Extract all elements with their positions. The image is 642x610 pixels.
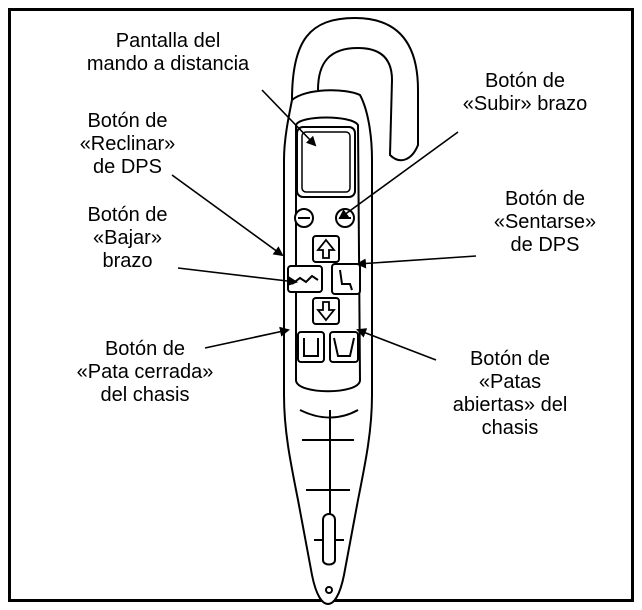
label-display: Pantalla del mando a distancia	[86, 30, 250, 75]
recline-button[interactable]	[287, 265, 323, 293]
arrow-up-icon	[316, 238, 336, 259]
raise-arm-button[interactable]	[312, 235, 340, 263]
label-lower: Botón de «Bajar» brazo	[87, 204, 168, 272]
leader-lower	[177, 267, 298, 287]
leader-display	[261, 89, 317, 147]
leader-recline	[171, 174, 284, 257]
leader-legs-open	[356, 328, 437, 361]
leader-raise	[338, 131, 459, 220]
leader-legs-closed	[204, 326, 290, 349]
leader-sit	[356, 255, 477, 269]
label-recline: Botón de «Reclinar» de DPS	[79, 110, 176, 178]
legs-closed-icon	[303, 338, 319, 357]
label-legs-closed: Botón de «Pata cerrada» del chasis	[76, 338, 214, 406]
label-sit: Botón de «Sentarse» de DPS	[493, 188, 597, 256]
label-raise: Botón de «Subir» brazo	[462, 70, 588, 115]
legs-open-button[interactable]	[329, 331, 359, 363]
sit-button[interactable]	[331, 263, 361, 295]
arrow-down-icon	[316, 301, 336, 322]
remote-body	[283, 16, 419, 606]
label-legs-open: Botón de «Patas abiertas» del chasis	[452, 348, 568, 439]
legs-closed-button[interactable]	[297, 331, 325, 363]
legs-open-icon	[333, 337, 355, 357]
sit-icon	[339, 269, 353, 291]
display-screen	[296, 126, 356, 198]
lower-arm-button[interactable]	[312, 297, 340, 325]
